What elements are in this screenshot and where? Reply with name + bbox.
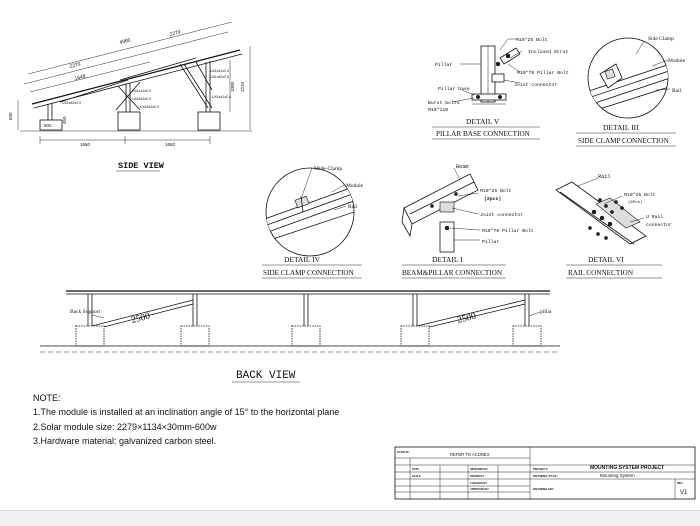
dim-left-h: 650: [8, 112, 13, 120]
detail-i-joint-label: Joint connector: [480, 212, 523, 218]
detail-v-pillar-base-label: Pillar base: [438, 86, 470, 92]
detail-vi-pcs-label: (6Pcs): [628, 200, 642, 205]
detail-v-burst-size: M10*110: [428, 107, 448, 113]
detail-vi-title: DETAIL VI: [588, 255, 624, 264]
dim-top-seg: 2279: [169, 29, 181, 38]
tb-scale: SCALE: [412, 474, 421, 478]
detail-iii-title: DETAIL III: [603, 123, 639, 132]
detail-i-bolt-label: M10*25 Bolt: [480, 188, 512, 194]
viewer-bottom-bar: [0, 510, 700, 526]
detail-vi-caption: RAIL CONNECTION: [568, 269, 634, 277]
detail-i: Beam M10*25 Bolt (2pcs) Joint connector …: [401, 164, 534, 279]
detail-iii-side-clamp-label: Side Clamp: [648, 36, 674, 42]
detail-iii-rail-label: Rail: [672, 88, 682, 94]
strut-label-e: U41x62x2.0: [210, 75, 229, 79]
strut-label-g: U41x62x2.0: [140, 105, 159, 109]
detail-vi-rail-label: Rail: [598, 174, 610, 180]
detail-v-strut-label: Inclined Strut: [528, 49, 568, 55]
dim-span-a: 1650: [80, 142, 91, 147]
dim-left-h2: 1210: [240, 81, 245, 92]
dim-base-w: 500: [44, 123, 52, 128]
detail-vi-u-rail-label: U Rail: [646, 214, 663, 220]
back-pillar-label: pillar: [540, 309, 552, 315]
back-view: 2500 2500 Back Support pillar BACK VIEW: [40, 290, 560, 383]
tb-date: DATE: [412, 467, 419, 471]
detail-vi-bolt-label: M10*25 Bolt: [624, 192, 656, 198]
detail-i-title: DETAIL I: [432, 255, 463, 264]
back-support-label: Back Support: [70, 309, 101, 315]
strut-label-a: U41x62x2.0: [62, 101, 81, 105]
detail-iv-title: DETAIL IV: [284, 255, 321, 264]
detail-v: M10*25 Bolt Inclined Strut Pillar M10*70…: [428, 37, 569, 140]
side-view-title: SIDE VIEW: [118, 161, 165, 171]
detail-vi-connector-label: connector: [646, 222, 672, 228]
tb-project: MOUNTING SYSTEM PROJECT: [590, 465, 664, 471]
detail-v-bolt-label: M10*25 Bolt: [516, 37, 548, 43]
tb-approved-by: APPROVED BY: [470, 487, 489, 491]
back-dim-b: 2500: [456, 312, 477, 326]
tb-drawing-title: Mounting System: [600, 473, 635, 478]
detail-iv-module-label: Module: [346, 183, 364, 189]
strut-label-c: U41x62x2.0: [132, 97, 151, 101]
detail-i-pillar-bolt-label: M10*70 Pillar Bolt: [482, 228, 534, 234]
strut-label-d: U41x41x2.0: [210, 69, 229, 73]
detail-iv-rail-label: Rail: [348, 204, 358, 210]
tb-designed-by: DESIGNED BY: [470, 467, 488, 471]
detail-v-title: DETAIL V: [466, 117, 500, 126]
note-item-3: 3.Hardware material: galvanized carbon s…: [33, 435, 217, 446]
detail-i-beam-label: Beam: [456, 164, 468, 170]
note-item-2: 2.Solar module size: 2279×1134×30mm-600w: [33, 421, 217, 432]
dim-span-b: 1650: [165, 142, 176, 147]
detail-i-caption: BEAM&PILLAR CONNECTION: [402, 269, 503, 277]
detail-i-pcs-label: (2pcs): [484, 196, 501, 202]
tb-refer: REFER TO ACONEX: [450, 452, 490, 457]
detail-v-burst-label: Burst bolts: [428, 100, 460, 106]
tb-project-label: PROJECT:: [533, 467, 548, 471]
detail-iii-caption: SIDE CLAMP CONNECTION: [578, 137, 670, 145]
detail-iv-mid-clamp-label: Mide-Clamp: [314, 166, 342, 172]
dim-right-h: 1000: [230, 81, 235, 92]
dim-rail-b: 1648: [74, 73, 86, 82]
strut-label-b: U41x41x2.0: [132, 89, 151, 93]
detail-v-joint-label: Joint connector: [514, 82, 557, 88]
detail-v-caption: PILLAR BASE CONNECTION: [436, 130, 531, 138]
title-block: STATUS: REFER TO ACONEX DESIGNED BY DRAW…: [394, 446, 696, 500]
detail-iv: Mide-Clamp Module Rail DETAIL IV SIDE CL…: [262, 166, 364, 279]
detail-i-pillar-label: Pillar: [482, 239, 499, 245]
back-view-title: BACK VIEW: [236, 370, 296, 382]
detail-iii-module-label: Module: [668, 58, 686, 64]
tb-rev-label: REV: [677, 481, 683, 485]
tb-rev: V1: [680, 490, 688, 496]
dim-rail-a: 2279: [69, 61, 81, 70]
note-item-1: 1.The module is installed at an inclinat…: [33, 407, 340, 418]
tb-checked-by: CHECKED BY: [470, 481, 487, 485]
notes-heading: NOTE:: [33, 393, 61, 403]
tb-drawn-by: DRAWN BY: [470, 474, 484, 478]
side-view: 4980 2279 2279 1648 U41x62x2.0 U41x41x2.…: [8, 21, 252, 172]
tb-status: STATUS:: [397, 450, 410, 454]
dim-mid-h: 450: [62, 116, 67, 124]
back-dim-a: 2500: [130, 312, 151, 326]
detail-v-pillar-label: Pillar: [435, 62, 452, 68]
detail-iv-caption: SIDE CLAMP CONNECTION: [263, 269, 355, 277]
strut-label-f: U41x41x2.0: [212, 95, 231, 99]
notes: NOTE: 1.The module is installed at an in…: [33, 391, 339, 448]
detail-vi: Rail M10*25 Bolt (6Pcs) U Rail connector…: [555, 174, 672, 279]
dim-top-total: 4980: [119, 37, 131, 46]
tb-drawing-title-label: DRAWING TITLE:: [533, 474, 558, 478]
detail-iii: Side Clamp Module Rail DETAIL III SIDE C…: [576, 36, 686, 147]
detail-v-pillar-bolt-label: M10*70 Pillar Bolt: [517, 70, 569, 76]
tb-drawing-no-label: DRAWING NO:: [533, 487, 554, 491]
